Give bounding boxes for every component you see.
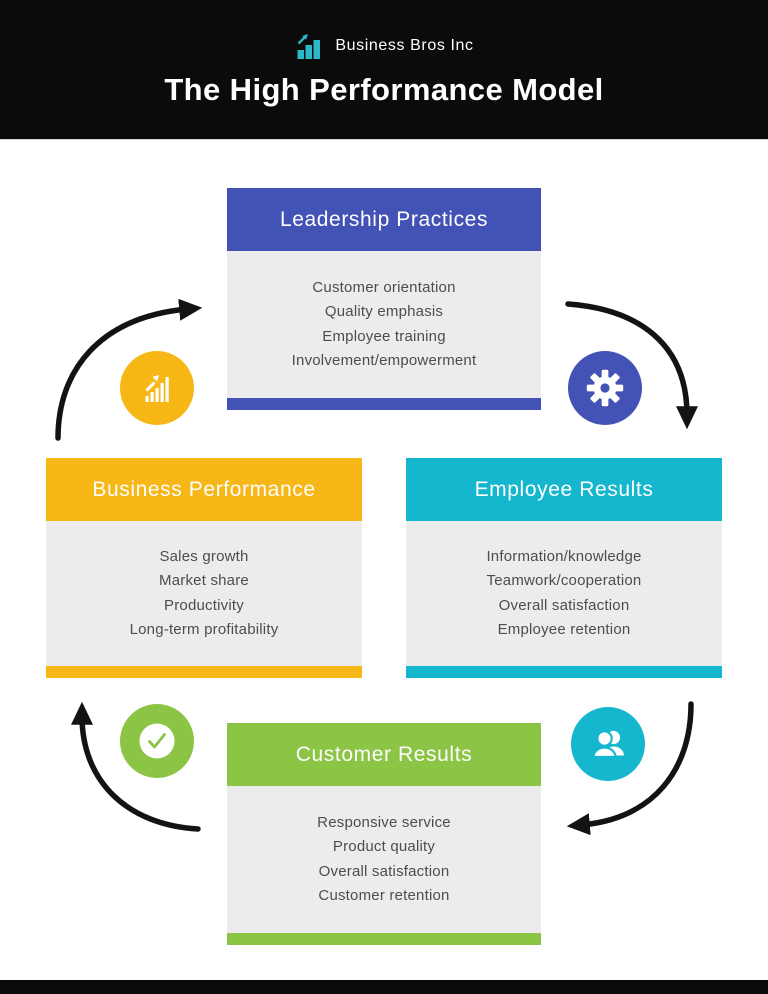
box-leadership-accent-strip — [227, 398, 541, 410]
page-title: The High Performance Model — [164, 72, 604, 107]
header: Business Bros Inc The High Performance M… — [0, 0, 768, 140]
box-business-performance: Business Performance Sales growth Market… — [46, 458, 362, 678]
box-customer-results: Customer Results Responsive service Prod… — [227, 723, 541, 945]
list-item: Long-term profitability — [129, 621, 279, 638]
box-leadership-title: Leadership Practices — [279, 207, 489, 231]
box-leadership-header: Leadership Practices — [227, 188, 541, 251]
box-employee-accent-strip — [406, 666, 722, 678]
list-item: Customer orientation — [312, 278, 456, 296]
gear-icon — [568, 351, 642, 425]
footer-bar — [0, 980, 768, 994]
list-item: Quality emphasis — [324, 303, 444, 320]
box-business-title: Business Performance — [92, 477, 316, 501]
list-item: Responsive service — [317, 813, 451, 831]
box-business-header: Business Performance — [46, 458, 362, 521]
box-customer-header: Customer Results — [227, 723, 541, 786]
list-item: Overall satisfaction — [498, 596, 630, 614]
list-item: Overall satisfaction — [318, 862, 450, 880]
box-employee-title: Employee Results — [474, 477, 654, 501]
list-item: Teamwork/cooperation — [486, 572, 642, 589]
list-item: Customer retention — [318, 887, 450, 904]
list-item: Productivity — [164, 596, 244, 614]
box-business-items: Sales growth Market share Productivity L… — [46, 521, 362, 666]
box-business-accent-strip — [46, 666, 362, 678]
trend-up-chart-icon — [120, 351, 194, 425]
list-item: Market share — [159, 572, 249, 589]
box-customer-items: Responsive service Product quality Overa… — [227, 786, 541, 933]
box-employee-items: Information/knowledge Teamwork/cooperati… — [406, 521, 722, 666]
check-icon — [120, 704, 194, 778]
list-item: Product quality — [332, 838, 436, 855]
team-icon — [571, 707, 645, 781]
list-item: Employee training — [322, 327, 446, 345]
box-customer-accent-strip — [227, 933, 541, 945]
bar-chart-logo-icon — [297, 34, 321, 59]
box-employee-header: Employee Results — [406, 458, 722, 521]
list-item: Involvement/empowerment — [291, 352, 477, 369]
brand: Business Bros Inc — [294, 31, 473, 61]
brand-name: Business Bros Inc — [335, 37, 474, 54]
list-item: Sales growth — [159, 547, 249, 565]
box-leadership-practices: Leadership Practices Customer orientatio… — [227, 188, 541, 410]
box-employee-results: Employee Results Information/knowledge T… — [406, 458, 722, 678]
list-item: Employee retention — [497, 621, 631, 638]
box-customer-title: Customer Results — [295, 742, 473, 766]
list-item: Information/knowledge — [486, 547, 642, 565]
box-leadership-items: Customer orientation Quality emphasis Em… — [227, 251, 541, 398]
